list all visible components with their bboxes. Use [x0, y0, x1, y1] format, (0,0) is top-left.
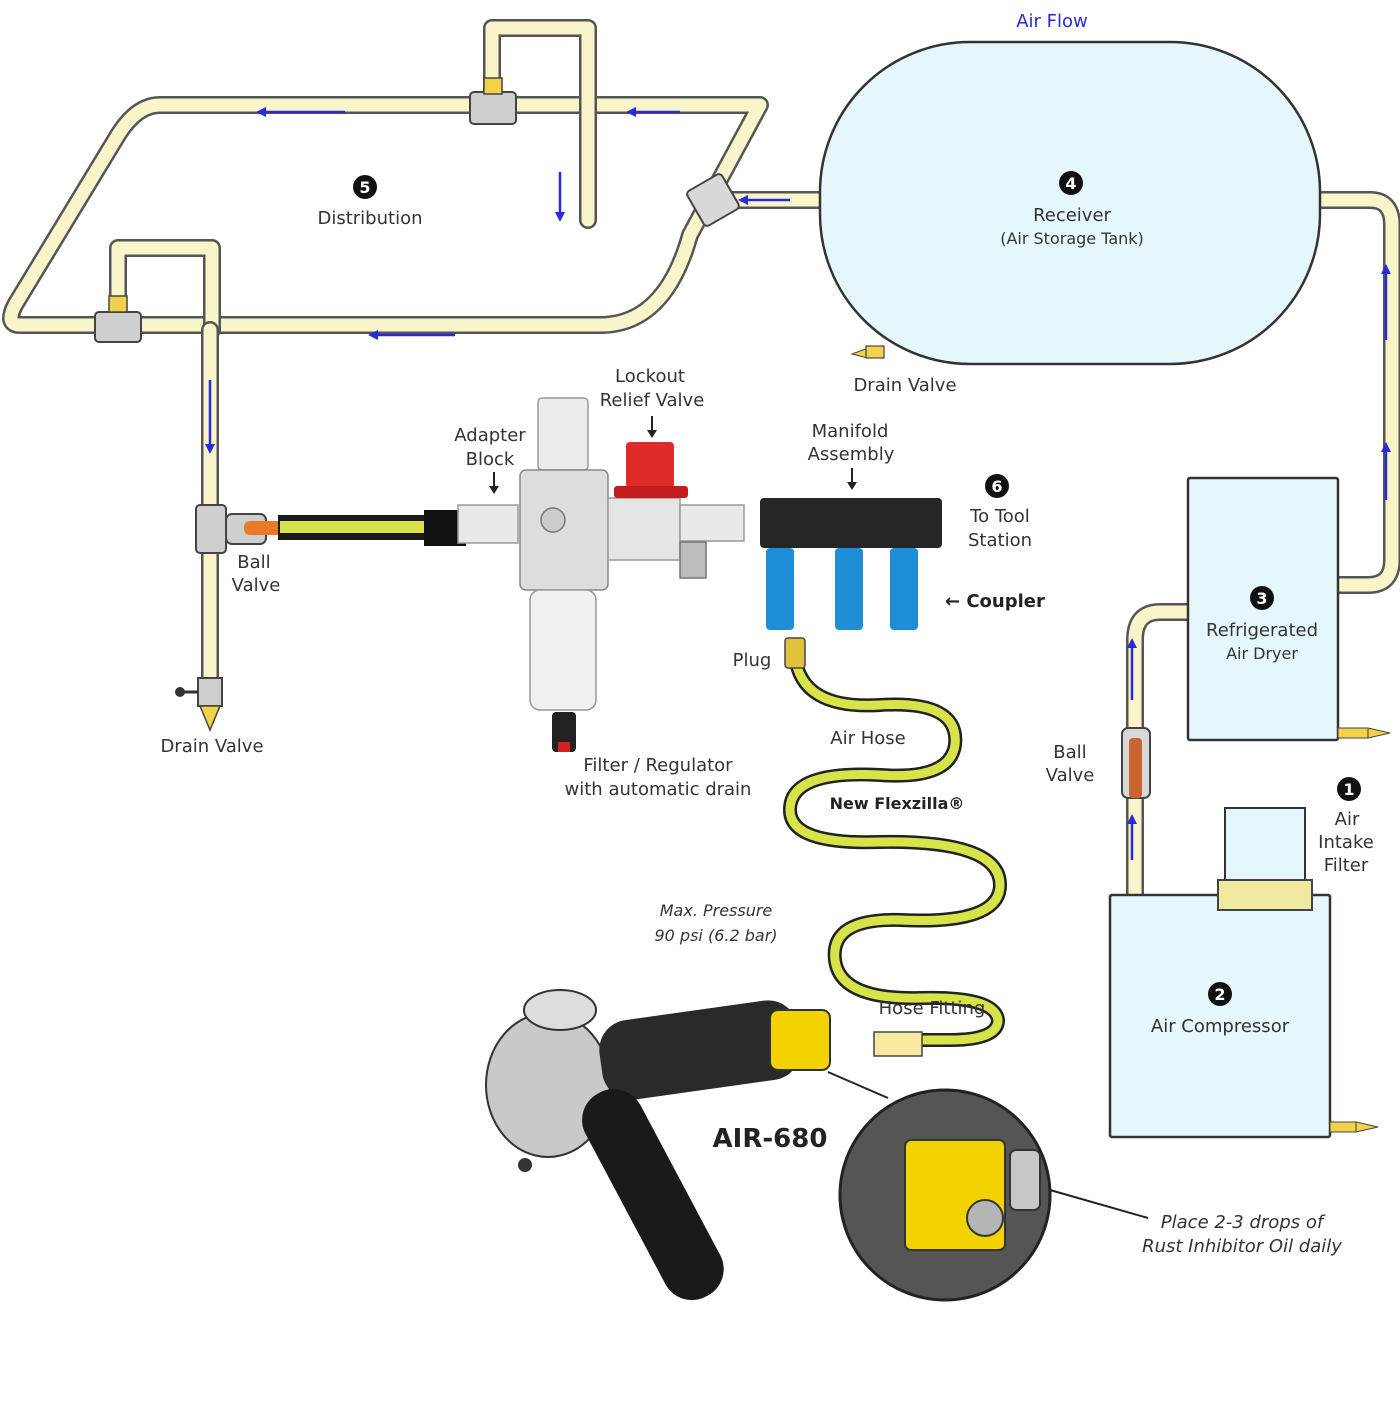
filter-regulator [457, 397, 609, 752]
lockout-relief-valve [607, 442, 745, 579]
oil-note-line1: Place 2-3 drops of [1161, 1212, 1326, 1233]
left-ball-valve-label-line1: Ball [237, 552, 270, 573]
hose-fitting-label: Hose Fitting [879, 998, 986, 1019]
receiver-label: Receiver [1033, 205, 1111, 226]
to-tool-label-line1: To Tool [969, 506, 1030, 527]
right-ball-valve-label-line2: Valve [1046, 765, 1095, 786]
manifold-label-line2: Assembly [808, 444, 895, 465]
receiver-sub-label: (Air Storage Tank) [1000, 229, 1144, 248]
manifold-assembly [760, 498, 942, 630]
air-flow-label: Air Flow [1016, 11, 1088, 32]
refrigerated-air-dryer [1186, 476, 1391, 742]
flexzilla-label: New Flexzilla® [830, 794, 965, 813]
svg-text:5: 5 [359, 178, 370, 197]
ball-valve-left [225, 513, 284, 545]
air-compressor [1108, 807, 1379, 1139]
adapter-label-line2: Block [466, 449, 515, 470]
distribution-label: Distribution [317, 208, 422, 229]
left-drain-valve [175, 677, 223, 732]
adapter-label-line1: Adapter [454, 425, 526, 446]
air-680-tool [485, 989, 831, 1301]
tee-fitting-ballvalve [195, 504, 227, 554]
svg-text:4: 4 [1065, 174, 1076, 193]
tank-to-dryer-pipe [1309, 191, 1400, 594]
step-badge-1: 1 [1337, 777, 1361, 801]
step-badge-2: 2 [1208, 982, 1232, 1006]
oil-note-line2: Rust Inhibitor Oil daily [1142, 1236, 1342, 1257]
air-hose-label: Air Hose [830, 728, 905, 749]
step-badge-6: 6 [985, 474, 1009, 498]
right-ball-valve-label-line1: Ball [1053, 742, 1086, 763]
step-badge-5: 5 [353, 175, 377, 199]
air-hose [782, 637, 1008, 1057]
tee-fitting-corner [686, 173, 740, 227]
lockout-label-line2: Relief Valve [600, 390, 705, 411]
svg-text:6: 6 [991, 477, 1002, 496]
dryer-label-line1: Refrigerated [1206, 620, 1318, 641]
tee-fitting-left [94, 295, 142, 343]
zoom-detail-circle [838, 1088, 1052, 1302]
oil-leader-line [1049, 1189, 1149, 1219]
model-label: AIR-680 [713, 1124, 828, 1154]
max-pressure-label-line1: Max. Pressure [660, 901, 773, 920]
filter-label-line1: Filter / Regulator [583, 755, 733, 776]
zoom-leader-line [827, 1071, 889, 1099]
pointer-arrows [489, 416, 857, 494]
intake-label-line1: Air [1335, 809, 1360, 830]
compressor-to-dryer-pipe [1126, 603, 1197, 904]
step-badge-4: 4 [1059, 171, 1083, 195]
max-pressure-label-line2: 90 psi (6.2 bar) [654, 926, 777, 945]
distribution-loop-pipe [2, 96, 769, 334]
filter-label-line2: with automatic drain [565, 779, 752, 800]
supply-hose-yellow [278, 510, 466, 546]
top-drop-pipe [483, 19, 597, 229]
coupler-label: ← Coupler [945, 591, 1045, 612]
lockout-label-line1: Lockout [615, 366, 685, 387]
receiver-tank [818, 40, 1322, 366]
tank-drain-valve-label: Drain Valve [853, 375, 956, 396]
svg-text:2: 2 [1214, 985, 1225, 1004]
svg-text:1: 1 [1343, 780, 1354, 799]
plug-label: Plug [733, 650, 772, 671]
dryer-label-line2: Air Dryer [1226, 644, 1298, 663]
left-ball-valve-label-line2: Valve [232, 575, 281, 596]
tee-fitting-top [469, 77, 517, 125]
manifold-label-line1: Manifold [812, 421, 889, 442]
intake-label-line2: Intake [1318, 832, 1374, 853]
to-tool-label-line2: Station [968, 530, 1032, 551]
left-drain-valve-label: Drain Valve [160, 736, 263, 757]
ball-valve-right [1121, 727, 1151, 799]
step-badge-3: 3 [1250, 586, 1274, 610]
svg-text:3: 3 [1256, 589, 1267, 608]
compressor-label: Air Compressor [1151, 1016, 1290, 1037]
intake-label-line3: Filter [1324, 855, 1369, 876]
